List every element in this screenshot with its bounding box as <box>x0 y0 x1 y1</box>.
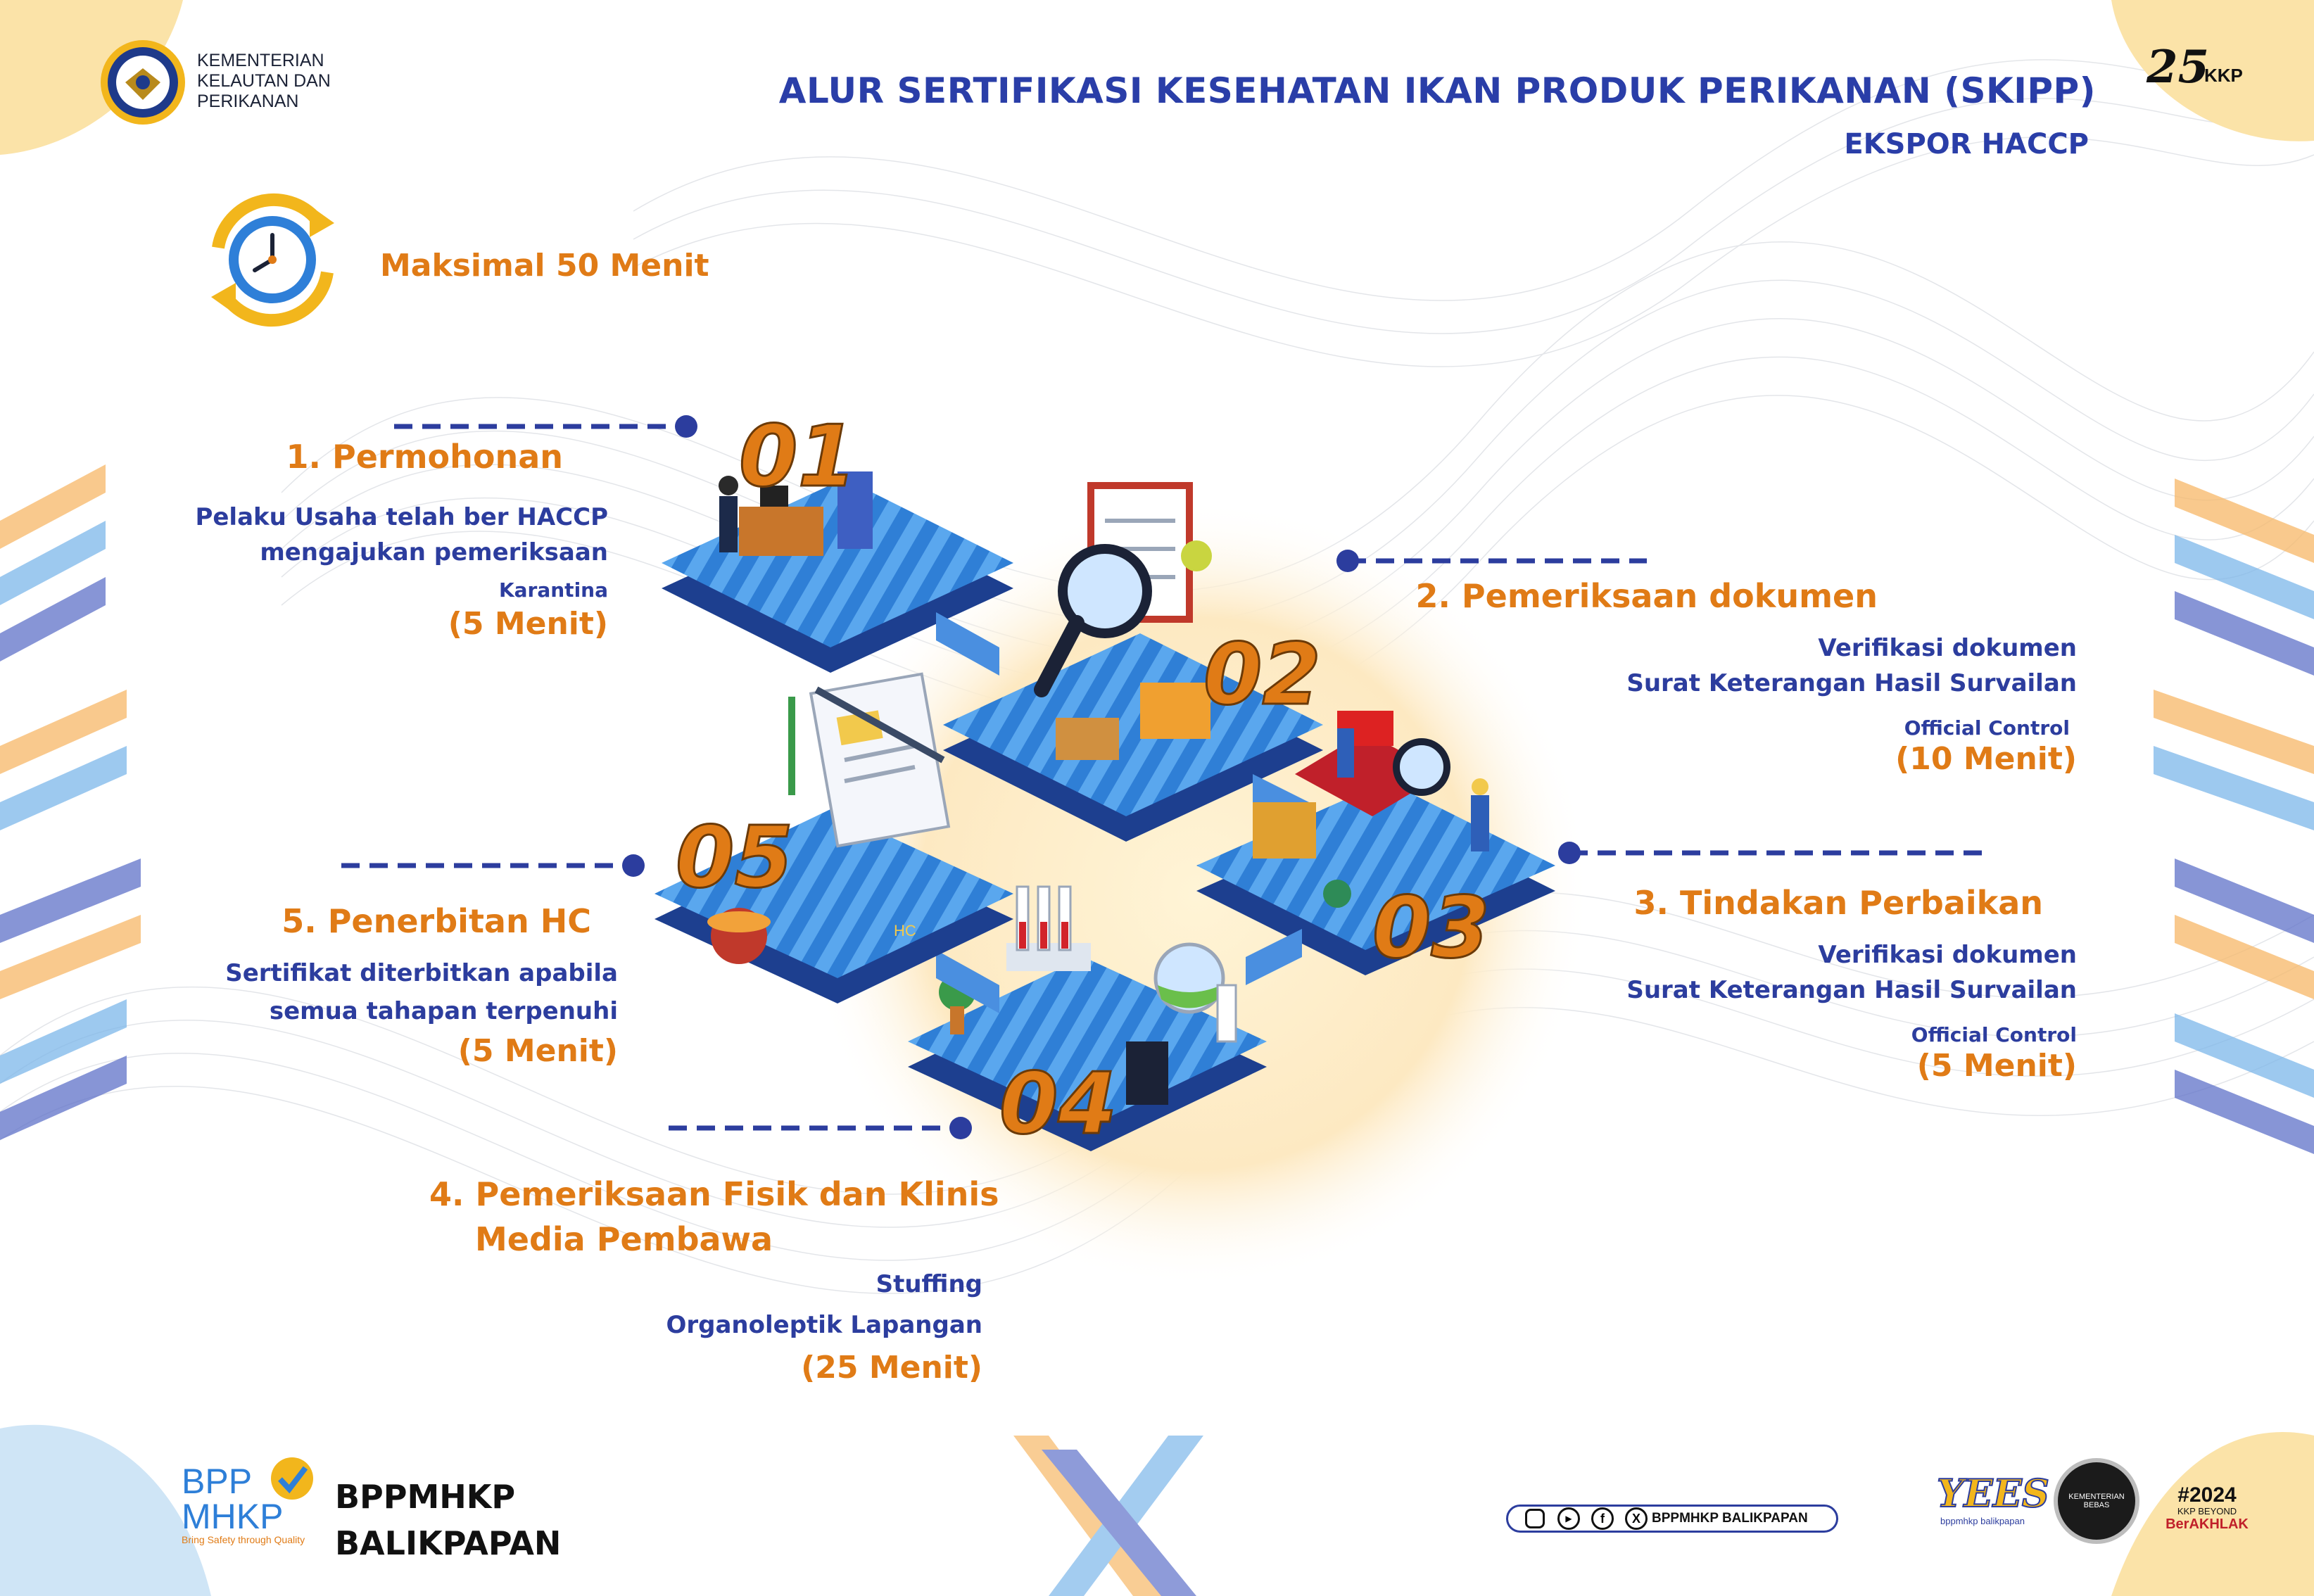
platform-step-3 <box>1196 711 1555 975</box>
x-icon[interactable]: X <box>1625 1507 1648 1530</box>
platform-step-2 <box>943 482 1323 842</box>
step-2-time: (10 Menit) <box>1895 741 2077 777</box>
ministry-name-line2: KELAUTAN DAN <box>197 71 331 91</box>
step-1-description: Pelaku Usaha telah ber HACCP mengajukan … <box>195 500 608 642</box>
step-2-line1: Verifikasi dokumen <box>1818 634 2077 662</box>
step-5-line2: semua tahapan terpenuhi <box>269 997 618 1025</box>
ministry-name: KEMENTERIAN KELAUTAN DAN PERIKANAN <box>197 51 331 112</box>
step-number-01: 01 <box>739 408 856 506</box>
berakhlak-line2: KKP BEYOND <box>2177 1506 2237 1516</box>
step-1-time: (5 Menit) <box>448 606 608 642</box>
step-4-line1: Stuffing <box>875 1270 982 1298</box>
step-5-line1: Sertifikat diterbitkan apabila <box>225 959 618 987</box>
integrity-badge: KEMENTERIAN BEBAS <box>2054 1458 2139 1544</box>
step-number-03: 03 <box>1372 880 1490 977</box>
step-2-small: Official Control <box>1904 716 2070 740</box>
anniversary-label: KKP <box>2204 65 2243 86</box>
yees-logo: YEES bppmhkp balikpapan <box>1936 1470 2050 1541</box>
bppmhkp-logo: BPP MHKP Bring Safety through Quality <box>182 1457 322 1569</box>
step-3-title: 3. Tindakan Perbaikan <box>1633 884 2043 922</box>
step-number-05: 05 <box>676 809 793 907</box>
hc-doc-label: HC <box>894 922 916 939</box>
step-3-line1: Verifikasi dokumen <box>1818 941 2077 969</box>
facebook-icon[interactable]: f <box>1591 1507 1614 1530</box>
step-4-description: Stuffing Organoleptik Lapangan (25 Menit… <box>666 1265 982 1386</box>
check-icon <box>271 1457 313 1500</box>
page-subtitle: EKSPOR HACCP <box>1844 128 2089 160</box>
step-1-title: 1. Permohonan <box>286 438 563 476</box>
step-5: 5. Penerbitan HC <box>282 902 591 940</box>
ministry-name-line3: PERIKANAN <box>197 91 299 111</box>
bppmhkp-logo-line2: MHKP <box>182 1497 284 1536</box>
step-number-02: 02 <box>1203 626 1321 724</box>
ministry-name-line1: KEMENTERIAN <box>197 51 324 70</box>
step-1-small: Karantina <box>498 578 608 602</box>
step-3-small: Official Control <box>1911 1023 2077 1046</box>
step-number-04: 04 <box>999 1056 1117 1153</box>
step-5-title: 5. Penerbitan HC <box>282 902 591 940</box>
social-bar: ▶ f X BPPMHKP BALIKPAPAN <box>1506 1505 1838 1533</box>
instagram-icon[interactable] <box>1525 1509 1545 1528</box>
step-4: 4. Pemeriksaan Fisik dan Klinis Media Pe… <box>429 1175 999 1258</box>
step-4-time: (25 Menit) <box>801 1350 982 1386</box>
page-title: ALUR SERTIFIKASI KESEHATAN IKAN PRODUK P… <box>778 70 2096 111</box>
berakhlak-line1: #2024 <box>2177 1483 2237 1507</box>
step-3: 3. Tindakan Perbaikan <box>1634 884 2043 922</box>
step-1: 1. Permohonan <box>286 438 563 476</box>
bppmhkp-logo-tagline: Bring Safety through Quality <box>182 1534 305 1545</box>
social-handle[interactable]: BPPMHKP BALIKPAPAN <box>1652 1511 1808 1526</box>
duration-label: Maksimal 50 Menit <box>380 248 709 284</box>
step-4-title-line2: Media Pembawa <box>475 1220 773 1258</box>
step-2-title: 2. Pemeriksaan dokumen <box>1415 577 1878 615</box>
yees-logo-text: YEES <box>1936 1470 2050 1516</box>
youtube-icon[interactable]: ▶ <box>1557 1507 1580 1530</box>
integrity-badge-text: KEMENTERIAN BEBAS <box>2068 1493 2125 1509</box>
step-1-line2: mengajukan pemeriksaan <box>260 538 608 566</box>
step-5-description: Sertifikat diterbitkan apabila semua tah… <box>225 954 618 1069</box>
yees-caption: bppmhkp balikpapan <box>1940 1516 2025 1526</box>
step-3-description: Verifikasi dokumen Surat Keterangan Hasi… <box>1626 937 2077 1084</box>
clock-icon <box>197 184 348 336</box>
step-3-line2: Surat Keterangan Hasil Survailan <box>1626 976 2077 1004</box>
platform-step-1 <box>662 471 1013 673</box>
step-4-line2: Organoleptik Lapangan <box>666 1311 982 1339</box>
org-name-line2: BALIKPAPAN <box>335 1524 562 1562</box>
step-2-line2: Surat Keterangan Hasil Survailan <box>1626 669 2077 697</box>
step-5-time: (5 Menit) <box>457 1033 618 1069</box>
ministry-logo <box>97 37 189 128</box>
anniversary-logo: 25 KKP <box>2147 41 2266 100</box>
process-illustration: HC 01 02 03 04 05 <box>655 407 1555 1155</box>
step-3-time: (5 Menit) <box>1916 1048 2077 1084</box>
bppmhkp-logo-line1: BPP <box>182 1462 253 1501</box>
step-2: 2. Pemeriksaan dokumen <box>1415 577 1878 615</box>
org-name-line1: BPPMHKP <box>335 1478 516 1516</box>
berakhlak-line3: BerAKHLAK <box>2166 1516 2249 1532</box>
org-name: BPPMHKP BALIKPAPAN <box>335 1474 561 1566</box>
step-2-description: Verifikasi dokumen Surat Keterangan Hasi… <box>1626 631 2077 777</box>
platform-step-5: HC <box>655 672 1013 1003</box>
step-1-line1: Pelaku Usaha telah ber HACCP <box>195 503 608 531</box>
anniversary-number: 25 <box>2147 41 2210 94</box>
step-4-title-line1: 4. Pemeriksaan Fisik dan Klinis <box>429 1175 999 1213</box>
berakhlak-badge: #2024 KKP BEYOND BerAKHLAK <box>2158 1485 2256 1533</box>
